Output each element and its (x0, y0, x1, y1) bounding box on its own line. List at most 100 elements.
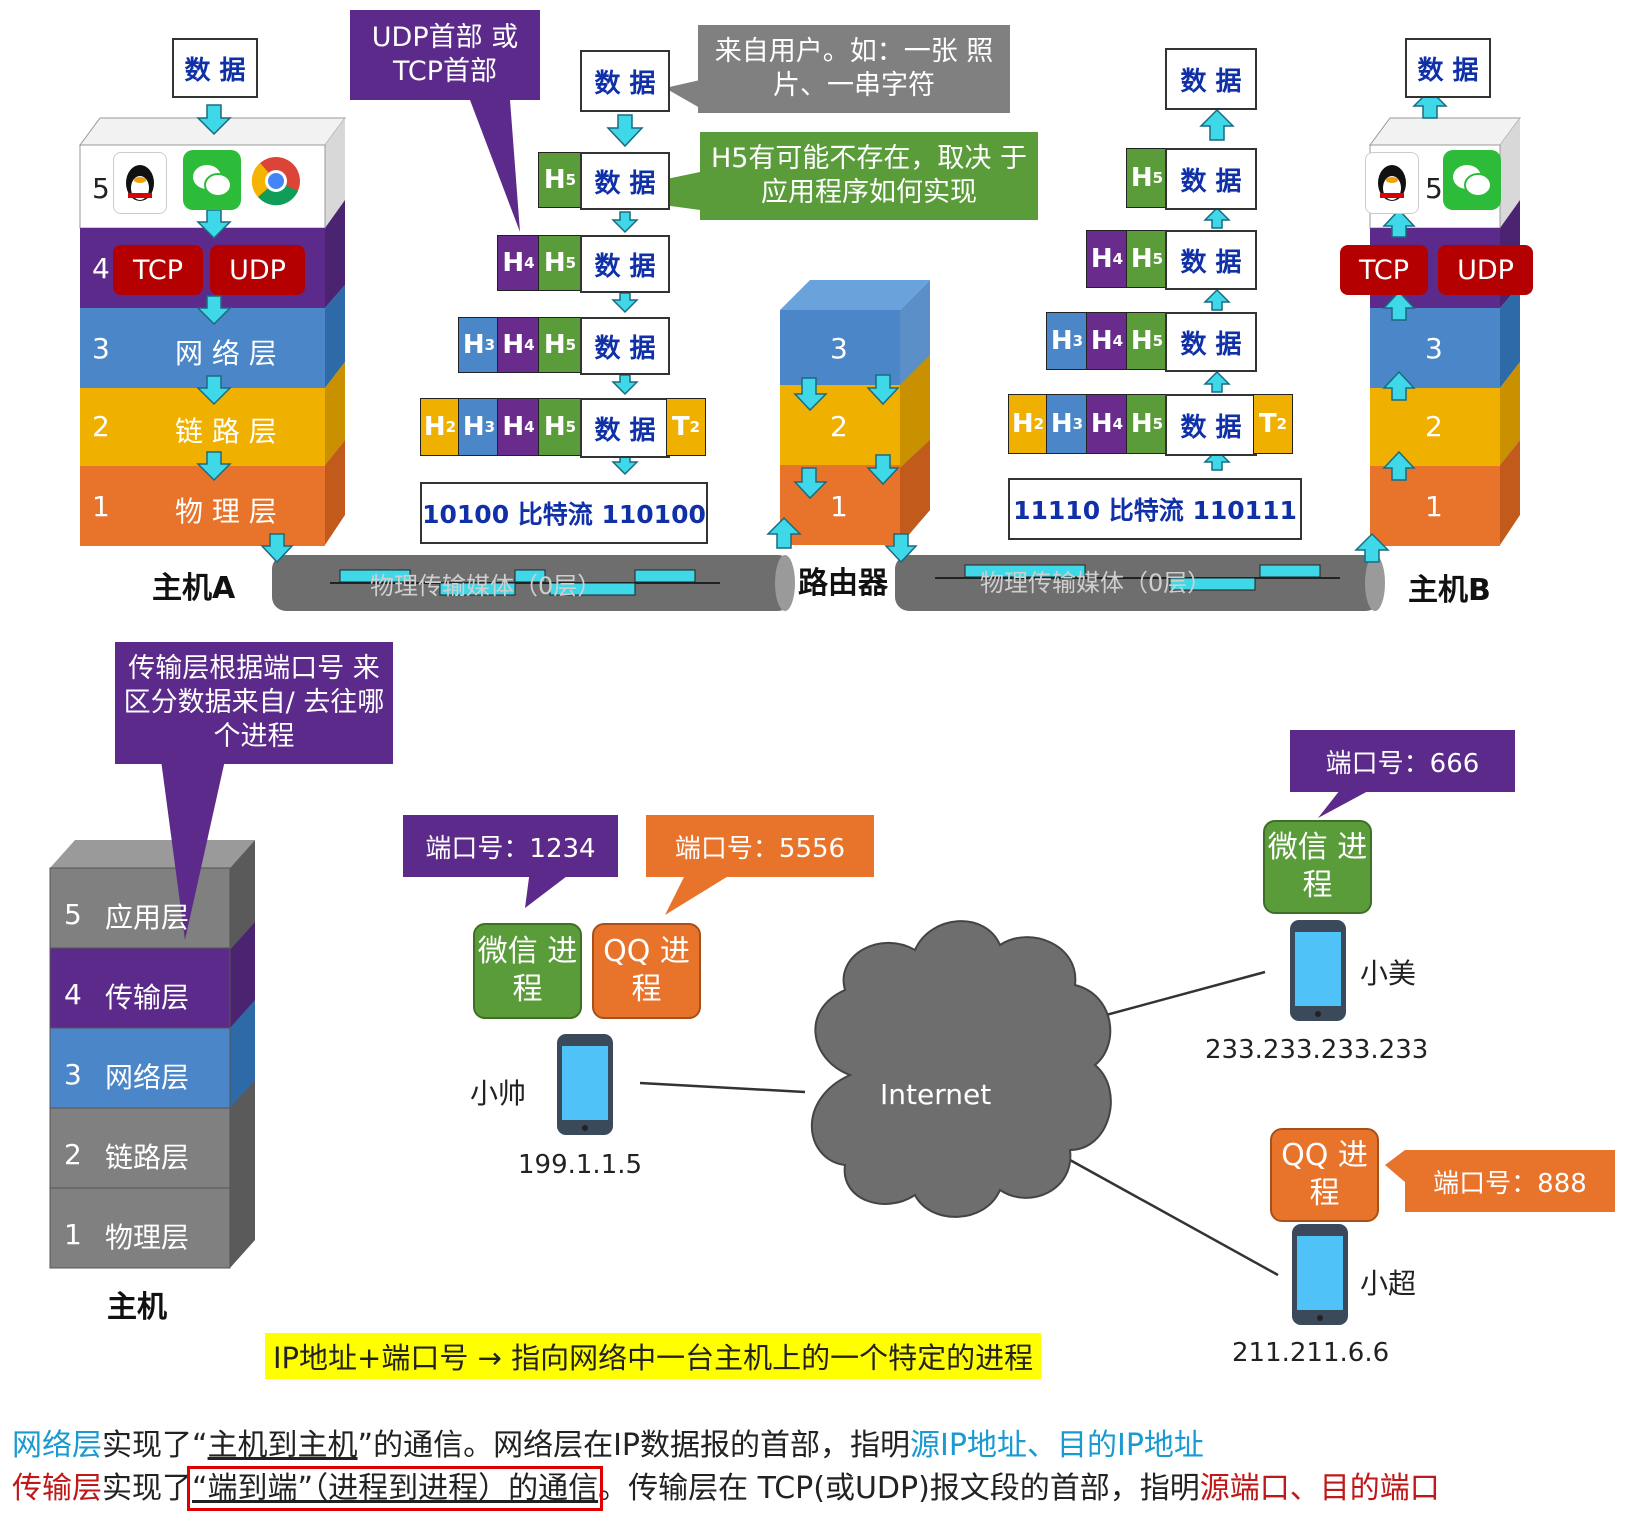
qq-icon (113, 152, 167, 214)
xiaochao-qq-process: QQ 进程 (1270, 1128, 1379, 1222)
callout-udp-header: UDP首部 或 TCP首部 (350, 10, 540, 100)
host-stack-label: 主机 (107, 1290, 167, 1325)
host-b-data-box: 数 据 (1405, 38, 1491, 98)
network-layer-term: 网络层 (12, 1428, 102, 1463)
host-to-host-term: 主机到主机 (207, 1428, 358, 1463)
callout-transport-note: 传输层根据端口号 来区分数据来自/ 去往哪个进程 (115, 642, 393, 764)
router-layer-3: 3 (830, 332, 848, 365)
right-data-row1: 数 据 (1165, 148, 1257, 210)
left-data-row1: 数 据 (580, 152, 670, 210)
host-a-layer-2-num: 2 (92, 410, 110, 443)
router-label: 路由器 (798, 566, 888, 601)
host-a-layer-4-num: 4 (92, 252, 110, 285)
transport-layer-term: 传输层 (12, 1471, 102, 1506)
stack-layer-4-name: 传输层 (105, 981, 190, 1014)
xiaoshuai-ip: 199.1.1.5 (518, 1150, 643, 1180)
host-a-layer-1-name: 物 理 层 (175, 495, 277, 528)
qq-icon (1365, 152, 1419, 214)
stack-layer-5-num: 5 (64, 898, 82, 931)
host-a-tcp-badge: TCP (113, 245, 203, 295)
host-b-layer-2-num: 2 (1425, 410, 1443, 443)
chrome-icon (250, 155, 302, 207)
xiaoshuai-qq-port: 端口号：5556 (646, 815, 874, 877)
phone-icon (1290, 1222, 1350, 1327)
host-a-data-box: 数 据 (172, 38, 258, 98)
stack-layer-1-num: 1 (64, 1218, 82, 1251)
stack-layer-5-name: 应用层 (105, 901, 190, 934)
router-layer-2: 2 (830, 410, 848, 443)
xiaoshuai-wechat-process: 微信 进程 (473, 923, 582, 1019)
line1-part-d: ”的通信。网络层在IP数据报的首部，指明 (357, 1428, 911, 1463)
ip-address-term: 源IP地址、目的IP地址 (910, 1428, 1204, 1463)
line1-part-b: 实现了“ (102, 1428, 208, 1463)
right-data-box: 数 据 (1165, 48, 1257, 110)
stack-layer-1-name: 物理层 (105, 1221, 190, 1254)
host-a-udp-badge: UDP (210, 245, 305, 295)
xiaochao-qq-port: 端口号：888 (1405, 1150, 1615, 1212)
host-a-label: 主机A (152, 571, 236, 606)
line2-part-b: 实现了 (102, 1471, 192, 1506)
callout-from-user: 来自用户。如：一张 照片、一串字符 (698, 25, 1010, 113)
bottom-line-2: 传输层实现了“端到端”（进程到进程）的通信。传输层在 TCP(或UDP)报文段的… (12, 1463, 1440, 1511)
end-to-end-term: “端到端”（进程到进程）的通信 (186, 1466, 604, 1511)
host-b-udp-badge: UDP (1438, 245, 1533, 295)
port-term: 源端口、目的端口 (1199, 1471, 1440, 1506)
xiaochao-ip: 211.211.6.6 (1232, 1338, 1390, 1368)
host-b-layer-3-num: 3 (1425, 332, 1443, 365)
stack-layer-2-num: 2 (64, 1138, 82, 1171)
medium-left-label: 物理传输媒体（0层） (370, 572, 602, 600)
right-data-row3: 数 据 (1165, 312, 1257, 372)
xiaomei-wechat-port: 端口号：666 (1290, 730, 1515, 792)
right-bitstream: 11110 比特流 110111 (1008, 478, 1302, 540)
host-a-layer-3-name: 网 络 层 (175, 337, 277, 370)
xiaochao-name: 小超 (1360, 1267, 1417, 1300)
phone-icon (555, 1032, 615, 1137)
host-b-tcp-badge: TCP (1340, 245, 1428, 295)
right-data-row2: 数 据 (1165, 230, 1257, 290)
callout-h5-note: H5有可能不存在，取决 于应用程序如何实现 (700, 132, 1038, 220)
stack-layer-3-name: 网络层 (105, 1061, 190, 1094)
xiaomei-wechat-process: 微信 进程 (1263, 820, 1372, 914)
medium-right-label: 物理传输媒体（0层） (980, 569, 1212, 597)
phone-icon (1288, 918, 1348, 1023)
host-b-layer-5-num: 5 (1425, 172, 1443, 205)
stack-layer-3-num: 3 (64, 1058, 82, 1091)
host-a-layer-2-name: 链 路 层 (175, 415, 277, 448)
left-data-row3: 数 据 (580, 317, 670, 375)
host-a-layer-5-num: 5 (92, 172, 110, 205)
left-data-box: 数 据 (580, 50, 670, 112)
right-data-row4: 数 据 (1165, 394, 1257, 456)
xiaoshuai-name: 小帅 (470, 1077, 527, 1110)
left-data-row4: 数 据 (580, 398, 670, 458)
line2-part-d: 。传输层在 TCP(或UDP)报文段的首部，指明 (598, 1471, 1200, 1506)
host-stack-svg (49, 715, 255, 1269)
highlight-note: IP地址+端口号 → 指向网络中一台主机上的一个特定的进程 (265, 1333, 1042, 1379)
left-data-row2: 数 据 (580, 235, 670, 293)
internet-label: Internet (880, 1078, 992, 1111)
bottom-line-1: 网络层实现了“主机到主机”的通信。网络层在IP数据报的首部，指明源IP地址、目的… (12, 1420, 1204, 1464)
host-b-layer-1-num: 1 (1425, 490, 1443, 523)
xiaoshuai-qq-process: QQ 进程 (592, 923, 701, 1019)
host-b-label: 主机B (1408, 573, 1491, 608)
left-bitstream: 10100 比特流 110100 (420, 482, 708, 544)
stack-layer-4-num: 4 (64, 978, 82, 1011)
